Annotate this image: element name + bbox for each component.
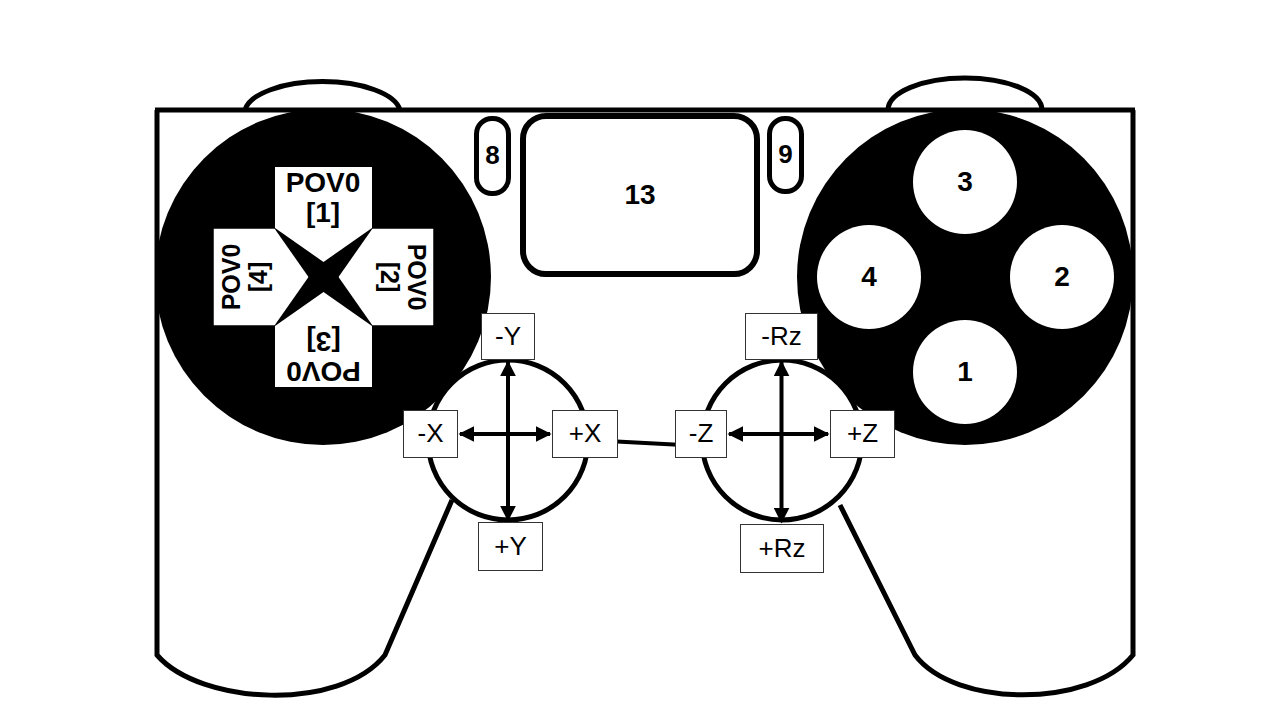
button-box: 9 <box>767 116 804 194</box>
dpad-arrow-outline <box>275 167 372 262</box>
button-label: 9 <box>778 141 792 168</box>
axis-label-box: +X <box>552 410 618 458</box>
button-label: 13 <box>624 180 655 209</box>
axis-label-box: -X <box>403 410 458 458</box>
dpad-arrow-outline <box>338 229 433 326</box>
axis-label: -Y <box>495 323 521 350</box>
axis-label: +Z <box>847 420 878 447</box>
button-label: 8 <box>485 142 499 169</box>
button-label: POV0 [2] <box>376 231 429 324</box>
button-label: POV0 [3] <box>277 327 370 386</box>
axis-label-box: +Y <box>478 522 543 571</box>
dpad-label-area: POV0 [4] <box>213 229 274 326</box>
button-label: POV0 [4] <box>217 231 270 324</box>
dpad-label-area: POV0 [1] <box>275 167 372 228</box>
axis-arrow <box>506 362 510 520</box>
axis-label: +Y <box>494 533 527 560</box>
button-label: POV0 [1] <box>277 168 370 227</box>
axis-label-box: +Z <box>830 410 895 458</box>
axis-label-box: +Rz <box>740 524 824 573</box>
dpad-arrow: POV0 [4] <box>213 229 308 326</box>
dpad-label-area: POV0 [3] <box>275 326 372 387</box>
axis-label: -Rz <box>761 323 801 350</box>
dpad-arrow: POV0 [1] <box>275 167 372 262</box>
button-label: 4 <box>861 262 877 291</box>
face-button: 4 <box>817 225 921 329</box>
button-box: 8 <box>474 116 511 196</box>
button-label: 1 <box>957 357 973 386</box>
dpad-arrow: POV0 [3] <box>275 292 372 387</box>
axis-label: -Z <box>689 420 714 447</box>
left-shoulder <box>245 82 400 110</box>
face-button: 1 <box>913 320 1017 424</box>
dpad-arrow: POV0 [2] <box>338 229 433 326</box>
face-button: 2 <box>1010 225 1114 329</box>
button-label: 3 <box>957 167 973 196</box>
button-label: 2 <box>1054 262 1070 291</box>
axis-arrow <box>460 432 550 436</box>
axis-label-box: -Z <box>675 410 727 458</box>
axis-label: +Rz <box>759 535 806 562</box>
touchpad-box: 13 <box>520 113 760 277</box>
dpad-arrow-outline <box>275 292 372 387</box>
axis-label-box: -Rz <box>745 313 818 360</box>
axis-label: +X <box>569 420 602 447</box>
dpad-label-area: POV0 [2] <box>372 229 433 326</box>
axis-label-box: -Y <box>481 313 535 360</box>
face-button: 3 <box>913 130 1017 234</box>
axis-arrow <box>729 432 828 436</box>
right-shoulder <box>888 78 1042 110</box>
dpad-arrow-outline <box>213 229 308 326</box>
axis-label: -X <box>418 420 444 447</box>
axis-arrow <box>780 362 784 522</box>
